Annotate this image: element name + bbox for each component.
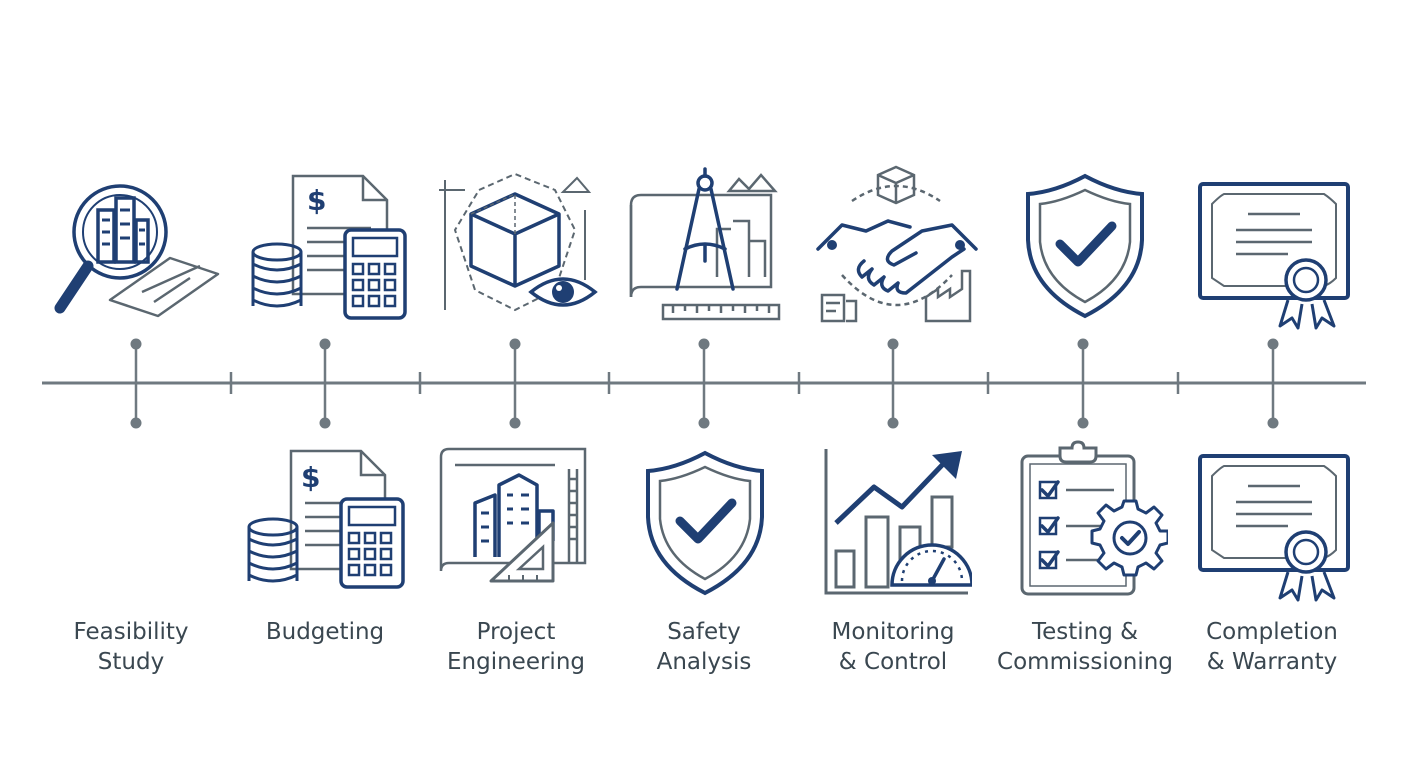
stage-label-testing-commissioning: Testing & Commissioning bbox=[985, 617, 1185, 677]
budget-document-calculator-icon: $ bbox=[251, 174, 407, 320]
timeline-node-dot bbox=[1267, 417, 1279, 429]
magnifier-buildings-icon bbox=[54, 184, 220, 318]
stage-label-line1: Monitoring bbox=[831, 619, 955, 645]
stage-label-completion-warranty: Completion & Warranty bbox=[1172, 617, 1372, 677]
stage-label-line2: Engineering bbox=[447, 649, 585, 675]
stage-label-line2: Study bbox=[97, 649, 165, 675]
timeline-connectors bbox=[130, 338, 1279, 429]
stage-label-line1: Safety bbox=[667, 619, 741, 645]
stage-label-line2: & Control bbox=[838, 649, 948, 675]
budget-document-calculator-icon: $ bbox=[247, 449, 405, 589]
timeline-node-dot bbox=[698, 338, 710, 350]
timeline-node-dot bbox=[130, 417, 142, 429]
timeline-node-dot bbox=[887, 338, 899, 350]
timeline-node-dot bbox=[130, 338, 142, 350]
timeline-node-dot bbox=[319, 338, 331, 350]
stage-label-line1: Testing & bbox=[1031, 619, 1139, 645]
timeline-node-dot bbox=[509, 417, 521, 429]
stage-label-line1: Completion bbox=[1206, 619, 1338, 645]
clipboard-checklist-gear-icon bbox=[1020, 440, 1168, 596]
stage-label-budgeting: Budgeting bbox=[225, 617, 425, 647]
stage-label-line1: Project bbox=[476, 619, 556, 645]
timeline-minor-ticks bbox=[229, 372, 1180, 394]
stage-label-line1: Budgeting bbox=[265, 619, 385, 645]
blueprint-compass-icon bbox=[629, 167, 781, 321]
growth-chart-gauge-icon bbox=[824, 449, 972, 595]
timeline-node-dot bbox=[698, 417, 710, 429]
stage-label-line1: Feasibility bbox=[73, 619, 189, 645]
stage-label-line2: & Warranty bbox=[1206, 649, 1338, 675]
shield-check-icon bbox=[1026, 173, 1144, 319]
stage-label-monitoring-control: Monitoring & Control bbox=[793, 617, 993, 677]
blueprint-buildings-icon bbox=[439, 447, 587, 583]
certificate-ribbon-icon bbox=[1198, 182, 1350, 330]
timeline-node-dot bbox=[319, 417, 331, 429]
stage-label-line2: Commissioning bbox=[997, 649, 1173, 675]
cube-design-eye-icon bbox=[439, 172, 598, 312]
timeline-node-dot bbox=[887, 417, 899, 429]
stage-label-project-engineering: Project Engineering bbox=[416, 617, 616, 677]
shield-check-icon bbox=[646, 450, 764, 596]
stage-label-line2: Analysis bbox=[656, 649, 752, 675]
timeline-node-dot bbox=[509, 338, 521, 350]
timeline-node-dot bbox=[1267, 338, 1279, 350]
timeline-node-dot bbox=[1077, 338, 1089, 350]
stage-label-feasibility-study: Feasibility Study bbox=[31, 617, 231, 677]
svg-text:$: $ bbox=[307, 184, 326, 217]
timeline-node-dot bbox=[1077, 417, 1089, 429]
certificate-ribbon-icon bbox=[1198, 454, 1350, 602]
handshake-supply-icon bbox=[816, 165, 978, 323]
svg-text:$: $ bbox=[301, 461, 320, 494]
stage-label-safety-analysis: Safety Analysis bbox=[604, 617, 804, 677]
